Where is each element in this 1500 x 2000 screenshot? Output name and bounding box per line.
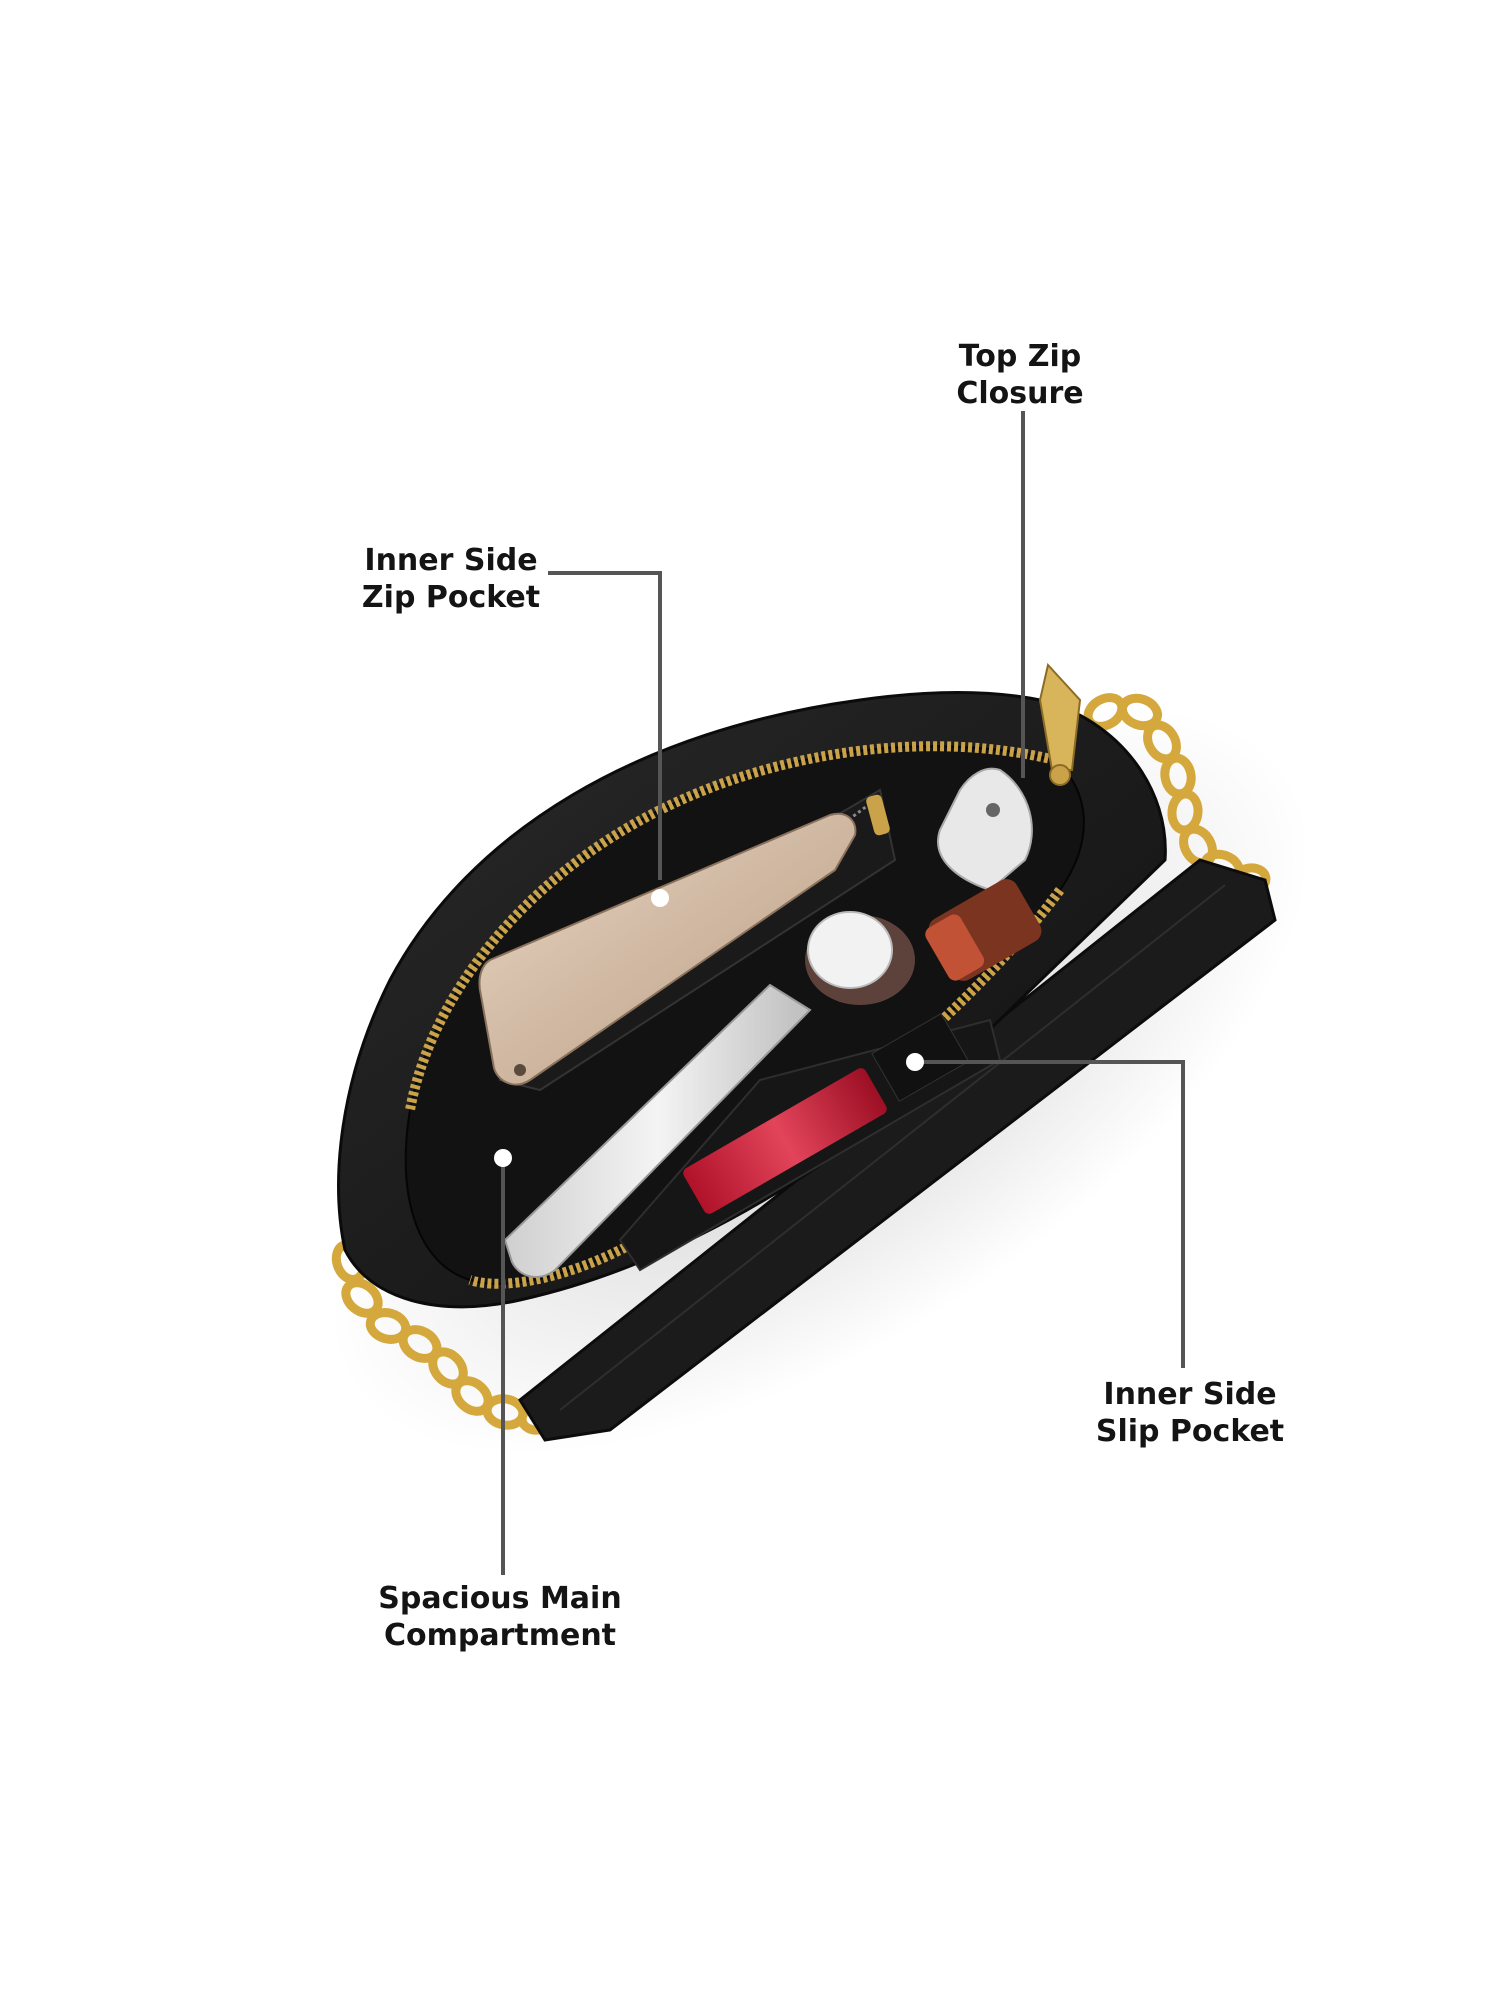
perfume-bottle-icon: [805, 911, 915, 1005]
label-inner-side-zip-pocket: Inner Side Zip Pocket: [346, 542, 556, 616]
label-slip-line2: Slip Pocket: [1095, 1414, 1285, 1449]
marker-dot-main-compartment: [494, 1149, 512, 1167]
label-top-zip-closure: Top Zip Closure: [920, 338, 1120, 412]
pocket-zip-pull: [866, 794, 890, 836]
leader-lines: [501, 411, 1185, 1575]
label-main-line2: Compartment: [383, 1618, 617, 1653]
label-inner-side-slip-pocket: Inner Side Slip Pocket: [1080, 1376, 1300, 1450]
label-inner-zip-line1: Inner Side: [364, 543, 538, 578]
label-main-line1: Spacious Main: [378, 1581, 622, 1616]
label-spacious-main-compartment: Spacious Main Compartment: [365, 1580, 635, 1654]
label-slip-line1: Inner Side: [1103, 1377, 1277, 1412]
marker-dots: [494, 889, 924, 1167]
compact-case-icon: [937, 767, 1033, 892]
marker-dot-inner-zip-pocket: [651, 889, 669, 907]
label-top-zip-line1: Top Zip: [958, 339, 1082, 374]
phone-icon: [478, 812, 857, 1086]
lipstick-icon: [925, 879, 1042, 981]
label-top-zip-line2: Closure: [956, 376, 1084, 411]
label-inner-zip-line2: Zip Pocket: [361, 580, 541, 615]
zipper-pull-icon: [1038, 662, 1082, 786]
zipper-top-edge: [405, 741, 1057, 1111]
cream-tube-icon: [503, 983, 812, 1278]
leader-inner-slip-pocket: [915, 1060, 1185, 1368]
marker-dot-inner-slip-pocket: [906, 1053, 924, 1071]
leather-strap: [518, 858, 1277, 1442]
leader-inner-zip-pocket: [548, 571, 662, 880]
